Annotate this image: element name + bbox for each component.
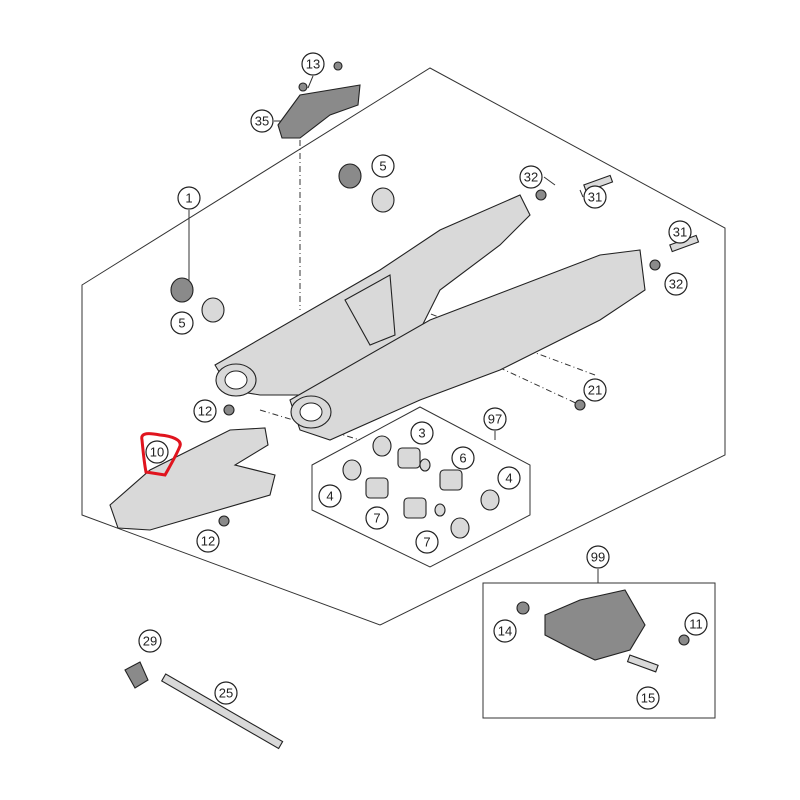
axle-part-25 <box>160 673 284 750</box>
bushings-part-5 <box>170 163 395 323</box>
callout-circle <box>636 686 660 710</box>
callout-10: 10 <box>145 440 169 464</box>
callout-circle <box>318 484 342 508</box>
callout-circle <box>250 109 274 133</box>
callout-circle <box>177 186 201 210</box>
callout-label: 29 <box>143 634 157 649</box>
callout-11: 11 <box>684 612 708 636</box>
callout-circle <box>497 466 521 490</box>
callout-label: 4 <box>505 471 512 486</box>
swingarm <box>214 194 646 441</box>
callout-99: 99 <box>586 545 610 569</box>
callout-12: 12 <box>193 399 217 423</box>
bearing-kit-group-outline <box>311 406 531 568</box>
callout-label: 6 <box>459 451 466 466</box>
callout-31: 31 <box>668 220 692 244</box>
callout-4: 4 <box>497 466 521 490</box>
callout-label: 97 <box>488 412 502 427</box>
callout-circle <box>193 399 217 423</box>
callout-circle <box>365 506 389 530</box>
callout-circle <box>583 378 607 402</box>
callout-label: 10 <box>150 445 164 460</box>
callout-circle <box>138 629 162 653</box>
callout-3: 3 <box>410 421 434 445</box>
callout-label: 21 <box>588 383 602 398</box>
callout-29: 29 <box>138 629 162 653</box>
chain-guide-group-outline <box>482 582 716 719</box>
callout-13: 13 <box>301 52 325 76</box>
callout-circle <box>196 529 220 553</box>
callout-circle <box>301 52 325 76</box>
chain-slider-part-10 <box>109 427 276 531</box>
callout-label: 31 <box>673 225 687 240</box>
callout-35: 35 <box>250 109 274 133</box>
callout-label: 35 <box>255 114 269 129</box>
callout-circle <box>519 165 543 189</box>
callout-32: 32 <box>519 165 543 189</box>
chain-adjuster-part-29 <box>124 661 149 689</box>
callout-7: 7 <box>415 530 439 554</box>
leader-lines <box>188 75 599 583</box>
callout-21: 21 <box>583 378 607 402</box>
callout-circle <box>371 154 395 178</box>
callout-32: 32 <box>664 272 688 296</box>
callout-circle <box>214 681 238 705</box>
callout-7: 7 <box>365 506 389 530</box>
callout-6: 6 <box>451 446 475 470</box>
callout-label: 7 <box>373 511 380 526</box>
callout-1: 1 <box>177 186 201 210</box>
callout-circle <box>410 421 434 445</box>
callout-97: 97 <box>483 407 507 431</box>
callout-12: 12 <box>196 529 220 553</box>
callout-label: 99 <box>591 550 605 565</box>
callout-31: 31 <box>583 185 607 209</box>
callout-label: 25 <box>219 686 233 701</box>
swingarm-group-outline <box>81 67 726 626</box>
callout-label: 32 <box>524 170 538 185</box>
callout-label: 1 <box>185 191 192 206</box>
callout-circle <box>583 185 607 209</box>
callout-14: 14 <box>493 619 517 643</box>
callout-circle <box>586 545 610 569</box>
callout-label: 5 <box>178 316 185 331</box>
chain-guard-part-35 <box>277 84 361 139</box>
callout-label: 5 <box>379 159 386 174</box>
callout-circle <box>451 446 475 470</box>
callout-label: 12 <box>198 404 212 419</box>
callout-circle <box>684 612 708 636</box>
callout-25: 25 <box>214 681 238 705</box>
callout-label: 13 <box>306 57 320 72</box>
callout-label: 14 <box>498 624 512 639</box>
callout-label: 12 <box>201 534 215 549</box>
callout-5: 5 <box>170 311 194 335</box>
callout-circle <box>493 619 517 643</box>
callout-circle <box>483 407 507 431</box>
callout-label: 31 <box>588 190 602 205</box>
callout-circle <box>415 530 439 554</box>
callout-label: 32 <box>669 277 683 292</box>
callout-5: 5 <box>371 154 395 178</box>
callout-label: 7 <box>423 535 430 550</box>
callout-label: 15 <box>641 691 655 706</box>
callout-label: 11 <box>689 617 703 632</box>
callout-circle <box>145 440 169 464</box>
chain-guide-part-99 <box>544 589 646 661</box>
highlight-marker <box>140 432 182 477</box>
callout-circle <box>668 220 692 244</box>
fasteners <box>218 61 700 673</box>
callout-label: 3 <box>418 426 425 441</box>
callout-circle <box>664 272 688 296</box>
callout-circle <box>170 311 194 335</box>
callout-label: 4 <box>326 489 333 504</box>
callout-4: 4 <box>318 484 342 508</box>
callout-15: 15 <box>636 686 660 710</box>
bearing-kit-parts <box>342 435 500 539</box>
